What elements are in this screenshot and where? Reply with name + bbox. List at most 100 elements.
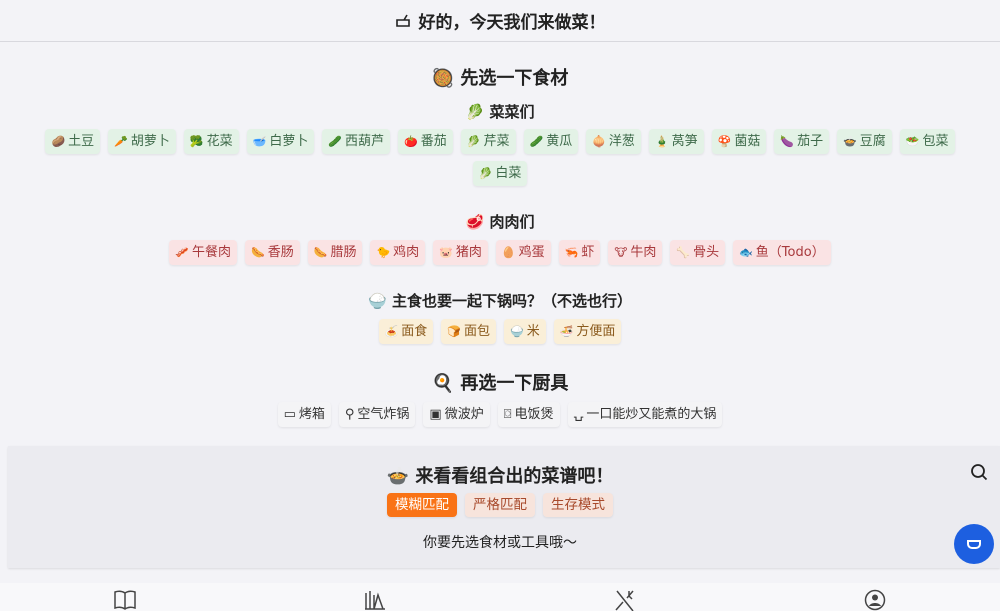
meat-chip[interactable]: 🌭香肠 [245,240,300,265]
vegetable-chip[interactable]: 🥒黄瓜 [523,129,579,154]
staples-title: 🍚 主食也要一起下锅吗？（不选也行） [368,292,632,310]
chip-label: 花菜 [206,134,233,149]
emoji-icon: 🍅 [404,135,418,148]
meat-chip[interactable]: 🥓午餐肉 [169,240,238,265]
chip-label: 鸡肉 [393,245,420,260]
emoji-icon: 🐮 [614,246,628,259]
emoji-icon: 🦴 [676,246,691,259]
meat-chip[interactable]: 🦴骨头 [670,240,726,265]
staple-chip[interactable]: 🍝面食 [378,319,434,344]
chip-label: 菌菇 [734,134,761,149]
staple-chip[interactable]: 🍜方便面 [553,319,622,344]
nav-profile[interactable] [750,583,1000,611]
meat-chip[interactable]: 🐟鱼（Todo） [733,240,831,265]
chip-label: 米 [526,324,540,339]
vegetable-chip[interactable]: 🧅洋葱 [586,129,641,154]
meat-chip[interactable]: 🦐虾 [558,240,601,265]
chip-label: 猪肉 [455,245,482,260]
chip-label: 番茄 [420,134,447,149]
emoji-icon: 🍞 [447,325,461,338]
chip-label: 烤箱 [298,407,325,422]
results-title: 🍲 来看看组合出的菜谱吧！ [386,466,614,487]
emoji-icon: 🐤 [376,246,391,259]
air-fryer-icon: ⚲ [344,407,355,422]
vegetable-chip[interactable]: 🥒西葫芦 [322,129,391,154]
tool-chip[interactable]: ⌼电饭煲 [497,402,560,427]
mode-tab[interactable]: 模糊匹配 [387,493,457,517]
vegetable-chip[interactable]: 🍄菌菇 [711,129,767,154]
chip-label: 豆腐 [859,134,886,149]
tool-chip[interactable]: ⍽一口能炒又能煮的大锅 [567,402,723,427]
utensils-icon [615,590,634,611]
meat-list: 🥓午餐肉 🌭香肠 🌭腊肠 🐤鸡肉 🐷猪肉 🥚鸡蛋 🦐虾 🐮牛肉 🦴骨头 🐟鱼（Todo） [0,240,1000,265]
chip-label: 莴笋 [671,134,698,149]
book-icon [114,590,136,610]
tool-chip[interactable]: ▣微波炉 [423,402,490,427]
vegetable-chip[interactable]: 🥗包菜 [899,129,955,154]
chip-label: 骨头 [693,245,720,260]
user-icon [864,589,886,611]
chip-label: 胡萝卜 [130,134,170,149]
chip-label: 虾 [581,245,595,260]
bottom-nav [0,583,1000,611]
header: 好的，今天我们来做菜！ [0,0,1000,42]
chip-label: 牛肉 [630,245,657,260]
vegetable-chip[interactable]: 🥔土豆 [45,129,101,154]
meat-chip[interactable]: 🥚鸡蛋 [495,240,551,265]
chip-label: 鸡蛋 [518,245,545,260]
vegetable-chip[interactable]: 🍆茄子 [774,129,830,154]
vegetable-chip[interactable]: 🥕胡萝卜 [108,129,176,154]
emoji-icon: 🐟 [739,246,753,259]
chip-label: 白萝卜 [269,134,309,149]
vegetable-chip[interactable]: 🍲豆腐 [837,129,892,154]
emoji-icon: 🥬 [466,135,481,148]
bowl-fab-button[interactable] [954,524,994,564]
nav-cook[interactable] [500,583,750,611]
nav-recipes[interactable] [0,583,250,611]
chip-label: 包菜 [922,134,949,149]
search-icon[interactable] [970,463,988,481]
chip-label: 芹菜 [483,134,510,149]
results-panel: 🍲 来看看组合出的菜谱吧！ 模糊匹配严格匹配生存模式 你要先选食材或工具哦～ [8,446,1000,568]
chip-label: 电饭煲 [514,407,554,422]
staple-chip[interactable]: 🍞面包 [441,319,496,344]
mode-tab[interactable]: 严格匹配 [465,493,535,517]
meat-chip[interactable]: 🐤鸡肉 [370,240,426,265]
staple-chip[interactable]: 🍚米 [504,319,546,344]
emoji-icon: 🐷 [439,246,453,259]
nav-library[interactable] [250,583,500,611]
vegetable-chip[interactable]: 🥣白萝卜 [246,129,315,154]
vegetable-chip[interactable]: 🎍莴笋 [648,129,704,154]
tool-chip[interactable]: ▭烤箱 [277,402,331,427]
emoji-icon: 🍲 [843,135,857,148]
vegetable-list-2: 🥬白菜 [0,161,1000,186]
tool-chip[interactable]: ⚲空气炸锅 [338,402,416,427]
vegetable-chip[interactable]: 🍅番茄 [398,129,453,154]
meat-chip[interactable]: 🐷猪肉 [433,240,488,265]
vegetable-chip[interactable]: 🥬芹菜 [460,129,516,154]
emoji-icon: 🧅 [592,135,606,148]
emoji-icon: 🦐 [564,246,579,259]
emoji-icon: 🥒 [328,135,343,148]
emoji-icon: 🍜 [559,325,574,338]
chip-label: 午餐肉 [192,245,232,260]
empty-text: 你要先选食材或工具哦～ [423,535,577,551]
meat-chip[interactable]: 🐮牛肉 [608,240,663,265]
oven-icon: ▭ [283,407,296,422]
vegetable-chip[interactable]: 🥬白菜 [472,161,528,186]
emoji-icon: 🥣 [252,135,267,148]
emoji-icon: 🍄 [717,135,732,148]
mode-tab[interactable]: 生存模式 [543,493,613,517]
chip-label: 茄子 [797,134,824,149]
library-icon [365,591,385,610]
emoji-icon: 🌭 [313,246,328,259]
microwave-icon: ▣ [429,407,442,422]
chip-label: 面食 [401,324,428,339]
chip-label: 腊肠 [330,245,357,260]
tools-title: 🍳 再选一下厨具 [431,373,569,394]
vegetable-chip[interactable]: 🥦花菜 [183,129,239,154]
emoji-icon: 🍚 [510,325,524,338]
emoji-icon: 🥕 [114,135,128,148]
emoji-icon: 🥗 [905,135,920,148]
meat-chip[interactable]: 🌭腊肠 [307,240,363,265]
